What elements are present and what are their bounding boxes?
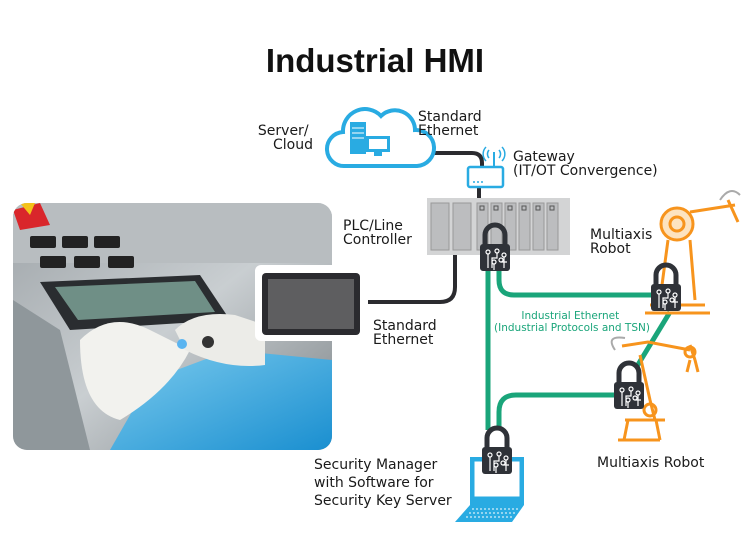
gateway-label: Gateway (IT/OT Convergence) — [513, 149, 658, 179]
security-manager-lock-icon — [482, 428, 512, 474]
standard-ethernet-top-label: Standard Ethernet — [418, 109, 486, 139]
industrial-ethernet-label: Industrial Ethernet (Industrial Protocol… — [494, 310, 650, 334]
robot-top-label: Multiaxis Robot — [590, 227, 657, 257]
industrial-ethernet-lines — [485, 270, 673, 430]
hmi-touch-panel — [255, 265, 368, 341]
robot-top-security-lock-icon — [651, 265, 681, 311]
page-title: Industrial HMI — [266, 42, 484, 79]
robot-bottom-label: Multiaxis Robot — [597, 455, 705, 471]
multiaxis-robot-top-icon — [645, 190, 741, 315]
robot-bottom-security-lock-icon — [614, 363, 644, 409]
ethernet-cable-hmi-plc — [368, 255, 457, 304]
gateway-router-icon — [466, 146, 506, 189]
ethernet-cable-cloud-gateway — [424, 151, 484, 167]
security-manager-label: Security Manager with Software for Secur… — [314, 457, 452, 509]
cloud-server-icon — [325, 107, 437, 169]
standard-ethernet-hmi-label: Standard Ethernet — [373, 318, 441, 348]
server-cloud-label: Server/ Cloud — [258, 123, 313, 153]
multiaxis-robot-bottom-icon — [610, 336, 700, 442]
plc-label: PLC/Line Controller — [343, 218, 412, 248]
